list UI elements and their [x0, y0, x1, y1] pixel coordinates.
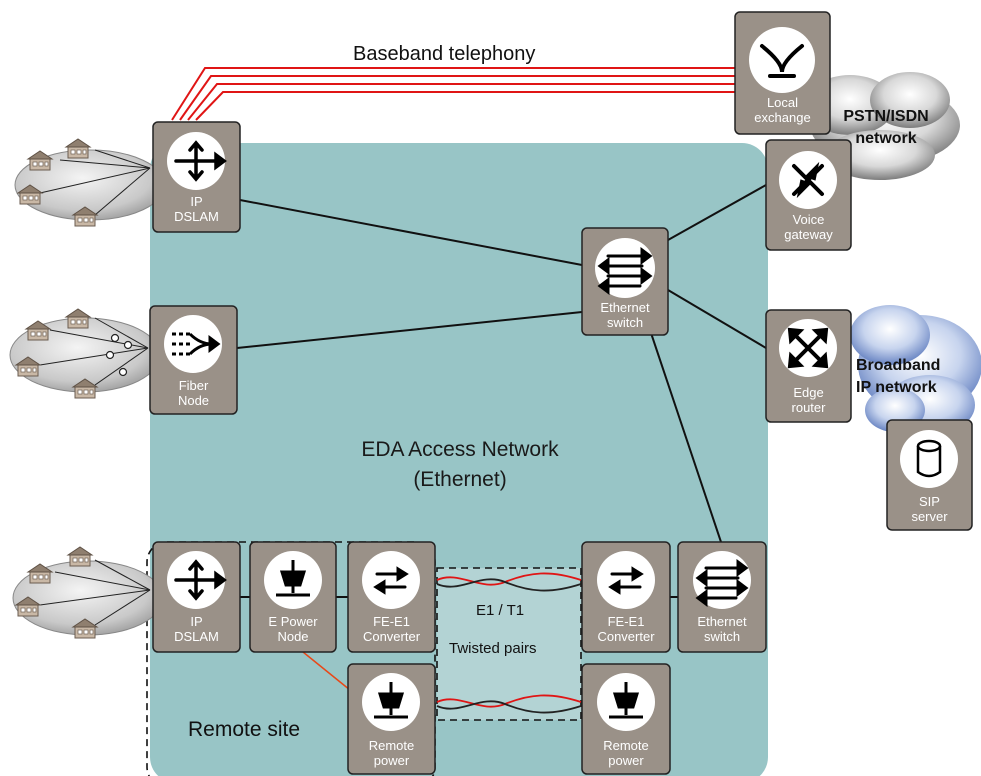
broadband-cloud-label: Broadband IP network: [856, 355, 966, 399]
switch-icon: [695, 559, 749, 607]
broadband-label-line1: Broadband: [856, 357, 941, 374]
voice-gateway-label: Voice gateway: [766, 212, 851, 242]
twisted-pairs-label: Twisted pairs: [449, 640, 537, 657]
ip-dslam-bottom-label: IP DSLAM: [153, 614, 240, 644]
ethernet-switch-bottom-label-2: switch: [703, 629, 741, 644]
gateway-icon: [792, 161, 824, 199]
fe-e1-converter-left-device[interactable]: [347, 541, 436, 653]
ethernet-switch-bottom-label-1: Ethernet: [697, 614, 747, 629]
ethernet-switch-top-label-2: switch: [606, 315, 644, 330]
twisted-pair-wires: [436, 572, 582, 714]
remote-power-right-label-2: power: [608, 753, 644, 768]
baseband-telephony-label: Baseband telephony: [353, 43, 536, 65]
fiber-node-label-1: Fiber: [178, 378, 209, 393]
voice-gateway-device[interactable]: [765, 139, 852, 251]
fe-e1-converter-right-device[interactable]: [581, 541, 671, 653]
network-title-line2: (Ethernet): [413, 468, 507, 491]
power-plug-icon: [276, 560, 310, 597]
ip-dslam-bottom-label-1: IP: [190, 614, 203, 629]
e-power-node-label: E Power Node: [250, 614, 336, 644]
sip-server-device[interactable]: [886, 419, 973, 531]
dslam-icon: [174, 559, 227, 601]
remote-power-left-label-2: power: [373, 753, 410, 768]
remote-power-left-device[interactable]: [347, 663, 436, 775]
pstn-label-line2: network: [855, 130, 917, 147]
fe-e1-converter-right-label: FE-E1 Converter: [582, 614, 670, 644]
e-power-node-device[interactable]: [249, 541, 337, 653]
local-exchange-label: Local exchange: [735, 95, 830, 125]
fe-e1-right-label-2: Converter: [597, 629, 655, 644]
e1-t1-label: E1 / T1: [476, 602, 525, 619]
local-exchange-label-1: Local: [766, 95, 799, 110]
voice-gateway-label-2: gateway: [784, 227, 833, 242]
remote-power-right-label: Remote power: [582, 738, 670, 768]
remote-power-right-device[interactable]: [581, 663, 671, 775]
ip-dslam-top-label: IP DSLAM: [153, 194, 240, 224]
edge-router-device[interactable]: [765, 309, 852, 423]
switch-icon: [597, 247, 653, 295]
power-feed-line: [302, 651, 351, 691]
e-power-node-label-1: E Power: [268, 614, 318, 629]
local-exchange-label-2: exchange: [754, 110, 811, 125]
converter-icon: [608, 566, 644, 595]
ip-dslam-bottom-label-2: DSLAM: [174, 629, 219, 644]
network-title: EDA Access Network (Ethernet): [360, 435, 560, 495]
ip-dslam-top-device[interactable]: [152, 121, 241, 233]
router-icon: [787, 327, 829, 369]
ip-dslam-top-label-2: DSLAM: [174, 209, 219, 224]
sip-server-label: SIP server: [887, 494, 972, 524]
edge-router-label: Edge router: [766, 385, 851, 415]
ethernet-switch-top-label-1: Ethernet: [600, 300, 650, 315]
local-exchange-device[interactable]: [734, 11, 831, 135]
fe-e1-converter-left-label: FE-E1 Converter: [348, 614, 435, 644]
fiber-node-device[interactable]: [149, 305, 238, 415]
fe-e1-right-label-1: FE-E1: [607, 614, 645, 629]
ethernet-switch-bottom-label: Ethernet switch: [678, 614, 766, 644]
fiber-node-icon: [172, 332, 221, 356]
edge-router-label-1: Edge: [793, 385, 824, 400]
subscriber-group-1: [14, 138, 166, 227]
voice-gateway-label-1: Voice: [792, 212, 825, 227]
ip-dslam-top-label-1: IP: [190, 194, 203, 209]
ethernet-switch-top-device[interactable]: [581, 227, 669, 336]
dslam-icon: [174, 140, 227, 182]
pstn-cloud-label: PSTN/ISDN network: [836, 106, 936, 150]
baseband-telephony-lines: [171, 67, 735, 121]
remote-site-label: Remote site: [188, 718, 301, 741]
sip-server-label-1: SIP: [919, 494, 940, 509]
subscriber-group-2: [9, 308, 161, 399]
ethernet-switch-bottom-device[interactable]: [677, 541, 767, 653]
converter-icon: [373, 566, 409, 595]
remote-power-left-label: Remote power: [348, 738, 435, 768]
fiber-node-label: Fiber Node: [150, 378, 237, 408]
fiber-node-label-2: Node: [177, 393, 210, 408]
pstn-label-line1: PSTN/ISDN: [843, 108, 929, 125]
ip-dslam-bottom-device[interactable]: [152, 541, 241, 653]
remote-power-left-label-1: Remote: [368, 738, 415, 753]
ethernet-switch-top-label: Ethernet switch: [582, 300, 668, 330]
power-plug-icon: [374, 682, 408, 719]
twisted-pairs-box: [436, 567, 582, 721]
edge-router-label-2: router: [791, 400, 826, 415]
exchange-icon: [760, 44, 804, 78]
sip-server-label-2: server: [911, 509, 948, 524]
broadband-label-line2: IP network: [856, 379, 937, 396]
fe-e1-left-label-1: FE-E1: [373, 614, 410, 629]
database-icon: [916, 439, 942, 478]
network-links: [236, 184, 767, 598]
e-power-node-label-2: Node: [277, 629, 309, 644]
remote-power-right-label-1: Remote: [603, 738, 649, 753]
power-plug-icon: [609, 682, 643, 719]
network-title-line1: EDA Access Network: [361, 438, 559, 461]
subscriber-group-3: [12, 546, 164, 639]
fe-e1-left-label-2: Converter: [362, 629, 421, 644]
